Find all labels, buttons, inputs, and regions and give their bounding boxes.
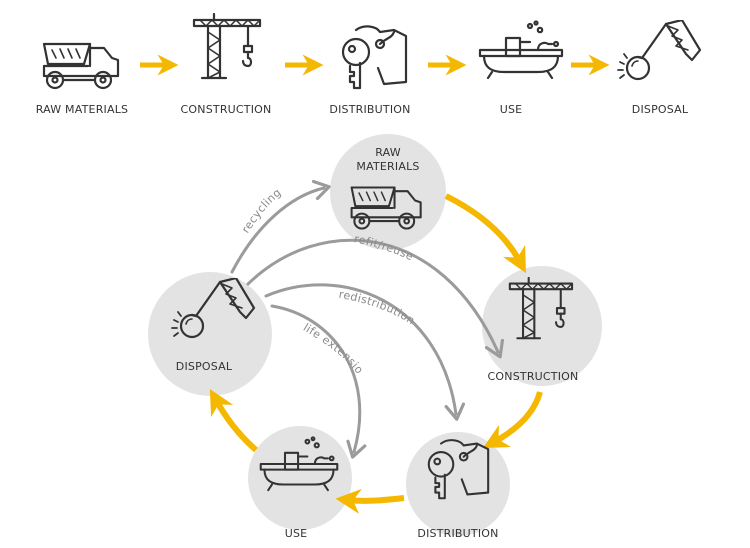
node-label-use: USE bbox=[285, 527, 308, 540]
inner-loops bbox=[230, 179, 504, 459]
linear-label-disposal: DISPOSAL bbox=[632, 103, 689, 116]
bathtub-icon bbox=[478, 20, 564, 80]
loop-refit-reuse-arrow bbox=[246, 238, 504, 359]
node-distribution bbox=[406, 432, 510, 536]
loop-recycling-arrow bbox=[230, 179, 331, 274]
arrow-icon bbox=[444, 193, 526, 274]
loop-redistribution-arrow bbox=[264, 283, 466, 421]
arrow-icon bbox=[209, 388, 258, 453]
node-label-materials: MATERIALS bbox=[356, 160, 419, 173]
loop-life-extension-arrow bbox=[270, 304, 367, 459]
arrow-icon bbox=[482, 391, 543, 449]
linear-label-use: USE bbox=[500, 103, 523, 116]
keys-tag-icon bbox=[341, 25, 408, 90]
node-disposal bbox=[148, 272, 272, 396]
node-label-distribution: DISTRIBUTION bbox=[417, 527, 498, 540]
arrow-icon bbox=[335, 488, 405, 514]
node-label-disposal: DISPOSAL bbox=[176, 360, 233, 373]
wrecking-ball-icon bbox=[616, 20, 702, 81]
tower-crane-icon bbox=[192, 12, 262, 80]
linear-label-distribution: DISTRIBUTION bbox=[329, 103, 410, 116]
loop-label-redistribution: redistribution bbox=[338, 288, 418, 328]
dump-truck-icon bbox=[42, 42, 120, 90]
node-construction bbox=[482, 266, 602, 386]
cycle-arrows bbox=[209, 193, 543, 514]
linear-label-construction: CONSTRUCTION bbox=[181, 103, 272, 116]
node-label-construction: CONSTRUCTION bbox=[488, 370, 579, 383]
linear-label-raw-materials: RAW MATERIALS bbox=[36, 103, 128, 116]
node-use bbox=[248, 426, 352, 530]
linear-chain: RAW MATERIALS CONSTRUCTION DISTRIBUTION … bbox=[36, 12, 702, 116]
node-label-raw: RAW bbox=[375, 146, 401, 159]
